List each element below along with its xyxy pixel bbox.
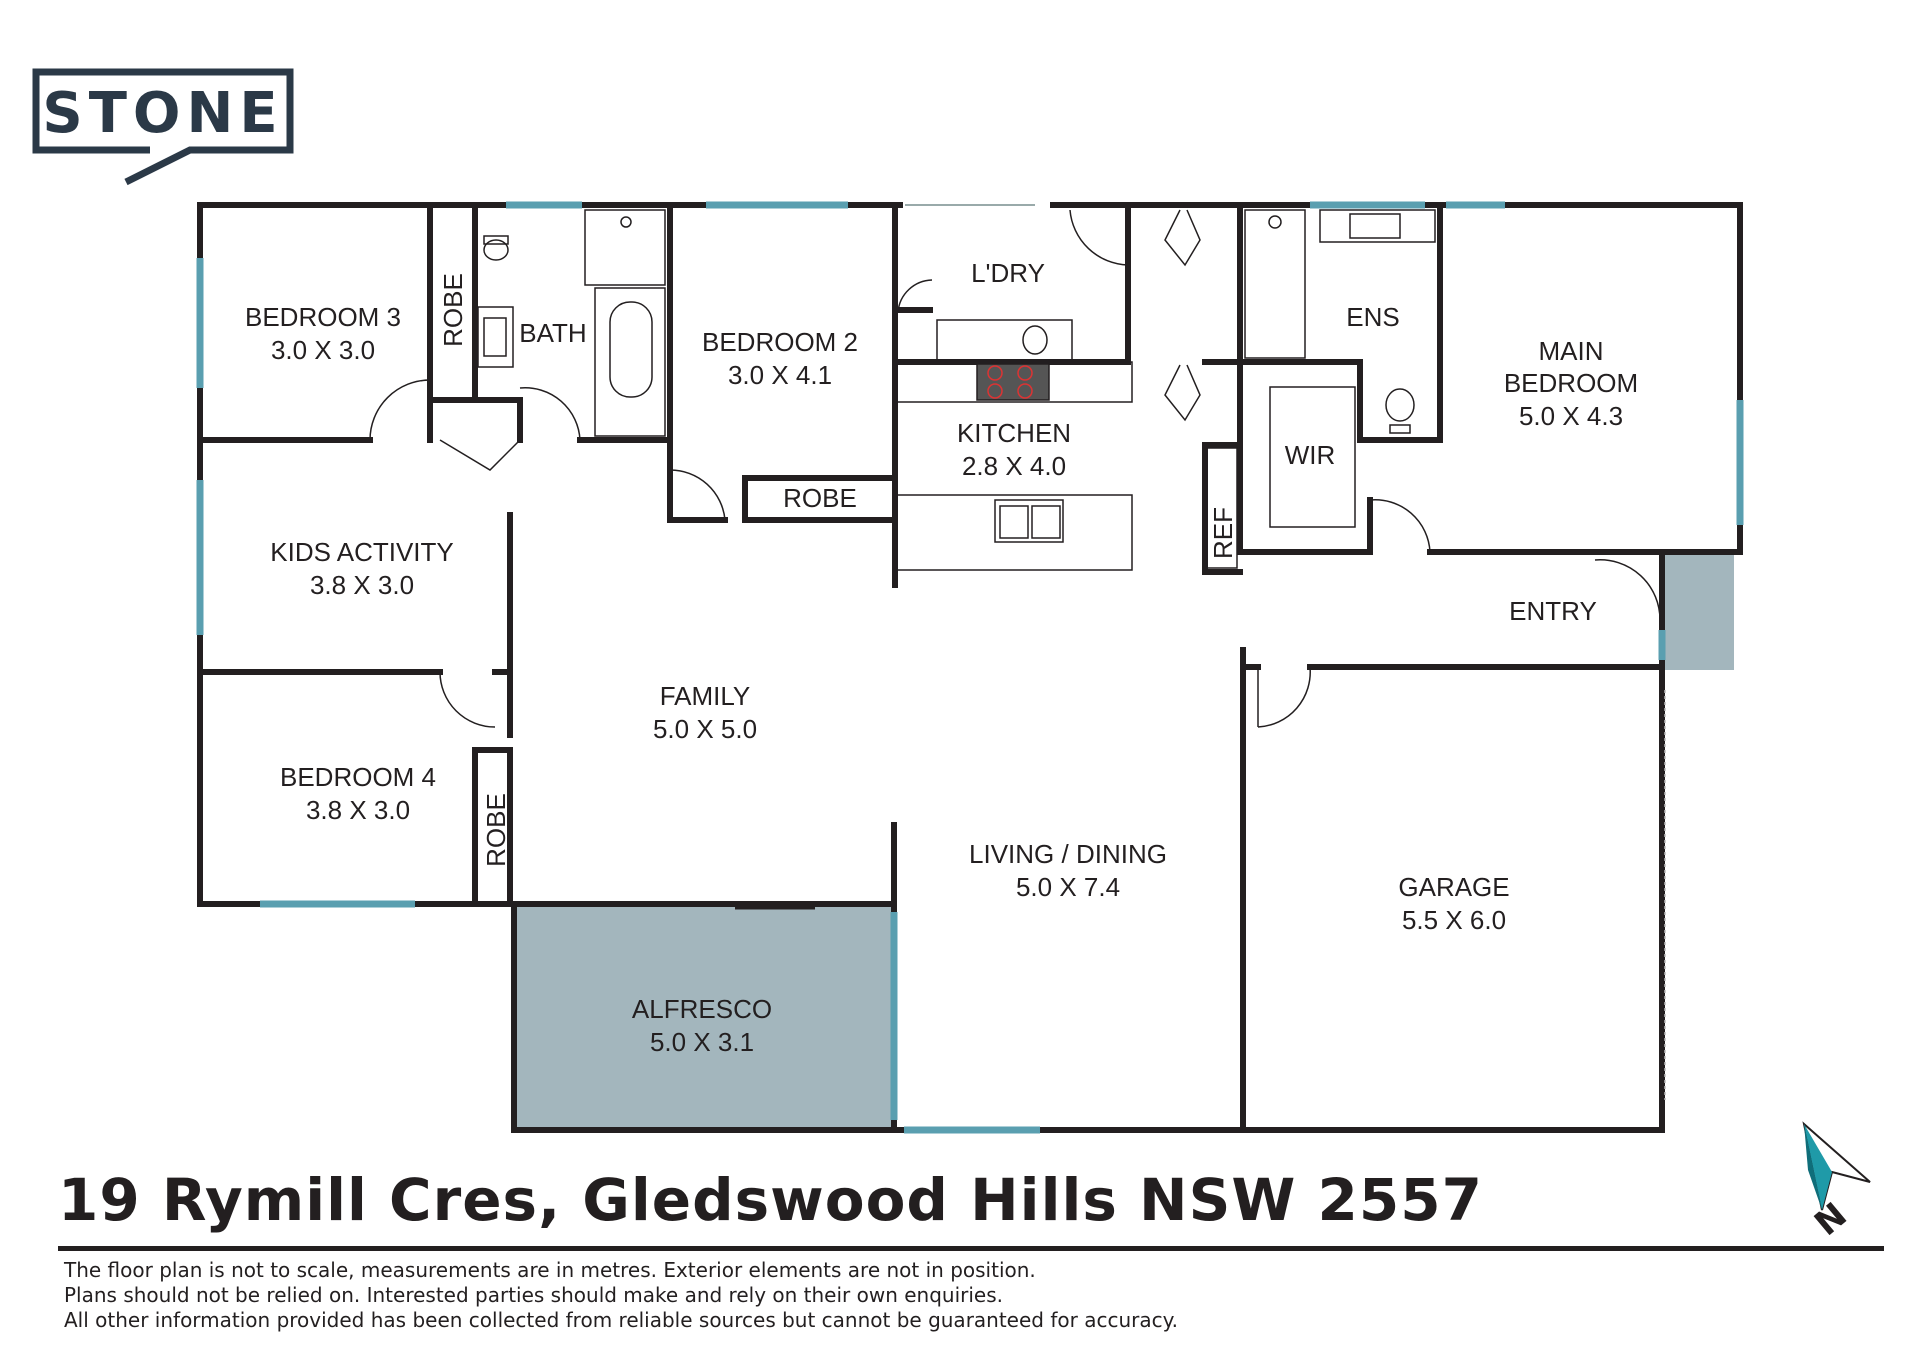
room-name-living-dining: LIVING / DINING [969, 839, 1167, 869]
room-size-garage: 5.5 X 6.0 [1402, 905, 1506, 935]
room-size-kitchen: 2.8 X 4.0 [962, 451, 1066, 481]
room-name-laundry: L'DRY [971, 258, 1045, 288]
room-name-bedroom2: BEDROOM 2 [702, 327, 858, 357]
room-name-ensuite: ENS [1346, 302, 1399, 332]
porch-area [1662, 555, 1734, 670]
room-name-entry: ENTRY [1509, 596, 1597, 626]
door-swings [369, 209, 1661, 728]
fixtures [429, 204, 1666, 1100]
room-name-bath: BATH [519, 318, 586, 348]
room-name-kids-activity: KIDS ACTIVITY [270, 537, 454, 567]
room-name-alfresco: ALFRESCO [632, 994, 772, 1024]
disclaimer-line: All other information provided has been … [64, 1308, 1178, 1332]
divider [58, 1246, 1884, 1251]
room-size-bedroom2: 3.0 X 4.1 [728, 360, 832, 390]
walls [197, 202, 1743, 1133]
disclaimer-line: The floor plan is not to scale, measurem… [64, 1258, 1036, 1282]
room-size-family: 5.0 X 5.0 [653, 714, 757, 744]
north-arrow-icon: N [1802, 1121, 1871, 1244]
disclaimer: The floor plan is not to scale, measurem… [64, 1258, 1178, 1333]
room-size-kids-activity: 3.8 X 3.0 [310, 570, 414, 600]
alfresco-area [514, 905, 894, 1130]
room-size-alfresco: 5.0 X 3.1 [650, 1027, 754, 1057]
room-size-bedroom4: 3.8 X 3.0 [306, 795, 410, 825]
room-name-robe-bed3: ROBE [438, 273, 468, 347]
room-name-bedroom3: BEDROOM 3 [245, 302, 401, 332]
room-name-kitchen: KITCHEN [957, 418, 1071, 448]
room-labels: BEDROOM 3 3.0 X 3.0 ROBE BATH BEDROOM 2 … [245, 258, 1638, 1057]
room-name-family: FAMILY [660, 681, 751, 711]
room-size-bedroom3: 3.0 X 3.0 [271, 335, 375, 365]
room-name-wir: WIR [1285, 440, 1336, 470]
windows [196, 201, 1744, 1134]
room-size-living-dining: 5.0 X 7.4 [1016, 872, 1120, 902]
room-name-main-bedroom: MAIN [1539, 336, 1604, 366]
north-label: N [1807, 1195, 1855, 1244]
logo-text: STONE [42, 81, 283, 146]
room-name-bedroom4: BEDROOM 4 [280, 762, 436, 792]
room-name-main-bedroom-2: BEDROOM [1504, 368, 1638, 398]
room-name-ref: REF [1208, 507, 1238, 559]
room-name-robe-bed2: ROBE [783, 483, 857, 513]
stone-logo: STONE [32, 68, 294, 186]
property-address: 19 Rymill Cres, Gledswood Hills NSW 2557 [58, 1166, 1483, 1234]
room-size-main-bedroom: 5.0 X 4.3 [1519, 401, 1623, 431]
room-name-garage: GARAGE [1398, 872, 1509, 902]
disclaimer-line: Plans should not be relied on. Intereste… [64, 1283, 1004, 1307]
room-name-robe-bed4: ROBE [481, 793, 511, 867]
